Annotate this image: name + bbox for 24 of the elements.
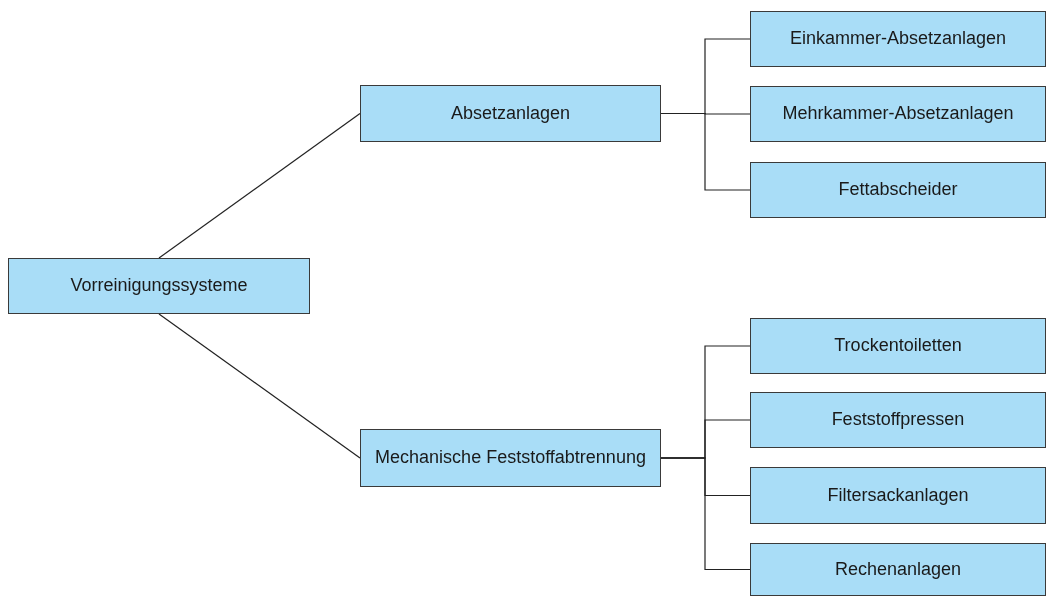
category-box (750, 543, 1046, 596)
box-label: Trockentoiletten (833, 334, 963, 358)
category-box (8, 258, 310, 314)
connector-line (158, 112, 361, 259)
connector-line (158, 313, 361, 459)
category-box (750, 392, 1046, 448)
box-label: Fettabscheider (837, 178, 959, 202)
category-box (750, 467, 1046, 524)
connector-line (660, 457, 751, 571)
category-box (750, 318, 1046, 374)
box-label: Mehrkammer-Absetzanlagen (781, 102, 1015, 126)
box-label: Vorreinigungssysteme (69, 274, 249, 298)
category-box (750, 86, 1046, 142)
box-label: Absetzanlagen (449, 101, 572, 125)
box-label: Filtersackanlagen (826, 483, 970, 507)
box-label: Feststoffpressen (830, 408, 966, 432)
box-label: Rechenanlagen (833, 557, 963, 581)
box-label: Mechanische Feststoffabtrennung (374, 446, 647, 470)
box-label: Einkammer-Absetzanlagen (788, 27, 1008, 51)
category-box (750, 162, 1046, 218)
connector-line (660, 112, 751, 191)
category-box (360, 429, 661, 487)
category-box (750, 11, 1046, 67)
category-box (360, 85, 661, 142)
